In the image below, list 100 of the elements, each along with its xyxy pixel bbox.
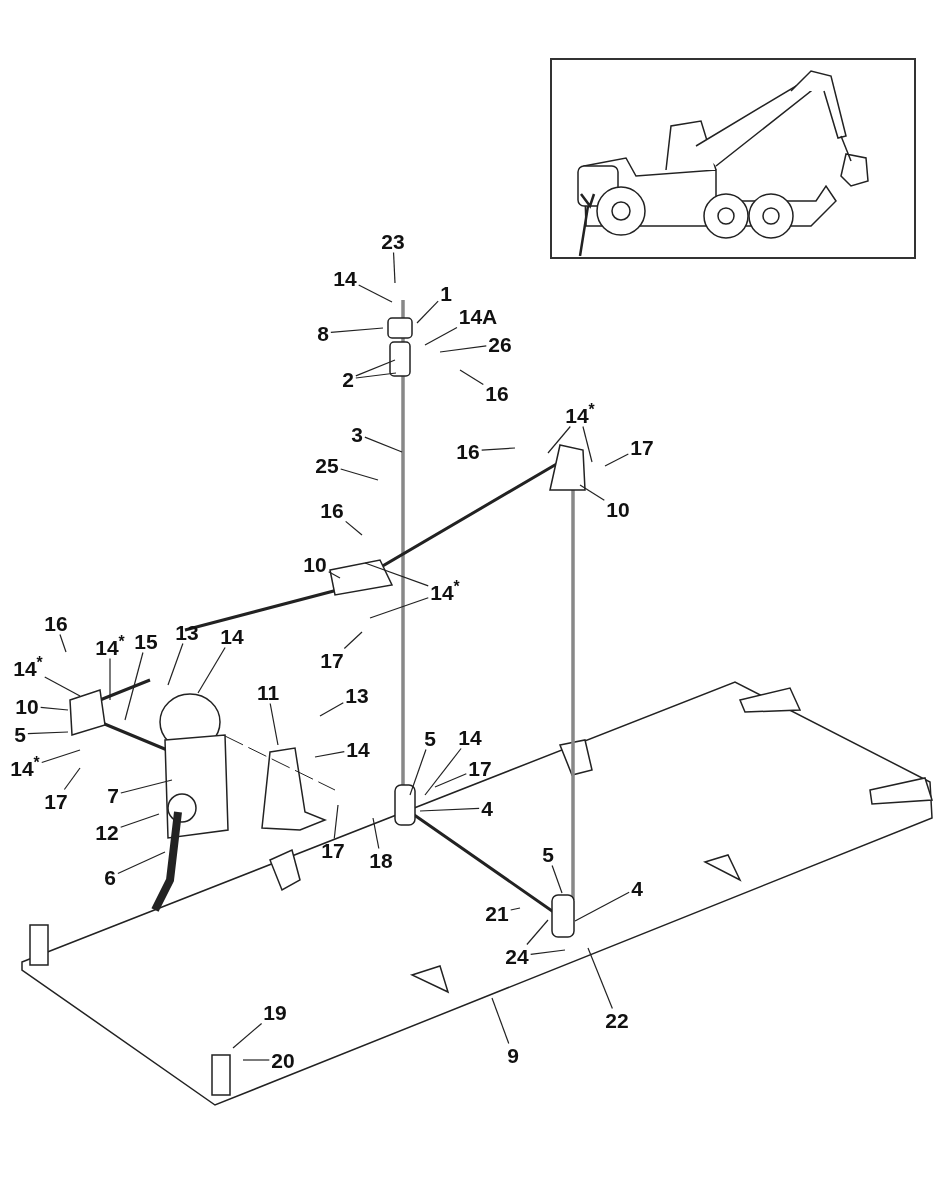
leader-line [63, 767, 81, 791]
callout-number: 19 [263, 1001, 287, 1023]
leader-line [439, 345, 487, 353]
leader-line [333, 804, 339, 840]
callout-number: 14$^{*}$ [430, 581, 460, 603]
leader-line [319, 702, 344, 717]
leader-line [120, 779, 173, 794]
leader-line [364, 436, 403, 453]
callout-number: 11 [256, 681, 280, 703]
callout-number: 23 [381, 230, 405, 252]
leader-line [124, 651, 144, 721]
callout-number: 6 [104, 866, 116, 888]
callout-number: 4 [631, 877, 643, 899]
leader-line [459, 369, 484, 386]
callout-number: 4 [481, 797, 493, 819]
callout-number: 16 [320, 499, 344, 521]
leader-line [330, 327, 384, 333]
leader-line [392, 251, 396, 284]
callout-number: 26 [488, 333, 512, 355]
leader-line [40, 706, 69, 711]
callout-number: 24 [505, 945, 529, 967]
callout-number: 2 [342, 368, 354, 390]
callout-number: 7 [107, 784, 119, 806]
callout-number: 8 [317, 322, 329, 344]
callout-number: 21 [485, 902, 509, 924]
leader-line [530, 949, 566, 955]
leader-line [419, 807, 480, 812]
callout-number: 16 [44, 612, 68, 634]
leader-line [604, 453, 629, 467]
leader-line [120, 813, 160, 828]
callout-number: 22 [605, 1009, 629, 1031]
callout-number: 13 [175, 621, 199, 643]
callout-number: 17 [44, 790, 68, 812]
callout-number: 1 [440, 282, 452, 304]
leader-line [232, 1022, 263, 1049]
callout-number: 13 [345, 684, 369, 706]
leader-line [424, 326, 458, 346]
callout-number: 5 [14, 723, 26, 745]
leader-line [579, 484, 605, 501]
leader-line [547, 425, 571, 454]
callout-number: 17 [321, 839, 345, 861]
callout-number: 14$^{*}$ [13, 657, 43, 679]
leader-line [587, 947, 613, 1010]
leader-line [481, 447, 516, 451]
leader-line [197, 646, 226, 694]
callout-number: 17 [468, 757, 492, 779]
leader-line [269, 702, 279, 746]
leader-line [340, 468, 379, 481]
callout-number: 18 [369, 849, 393, 871]
callout-number: 14 [346, 738, 370, 760]
leader-line [167, 642, 184, 686]
callout-number: 17 [630, 436, 654, 458]
leader-line [314, 750, 345, 758]
leader-line [491, 997, 510, 1045]
callout-number: 12 [95, 821, 119, 843]
leader-line [510, 907, 521, 911]
leader-line [574, 891, 630, 922]
callout-number: 5 [542, 843, 554, 865]
leader-line [41, 749, 81, 764]
leader-line [434, 773, 467, 788]
leader-line [364, 562, 429, 587]
callout-number: 16 [485, 382, 509, 404]
leader-line [242, 1059, 270, 1061]
leader-line [582, 425, 593, 463]
callout-number: 14 [333, 267, 357, 289]
leader-line [117, 851, 166, 875]
leader-line [369, 597, 429, 619]
callout-number: 3 [351, 423, 363, 445]
callout-number: 10 [303, 553, 327, 575]
leader-line [551, 864, 563, 894]
callout-number: 10 [606, 498, 630, 520]
leader-line [109, 657, 111, 701]
leader-line [424, 747, 462, 796]
leader-line [409, 748, 427, 796]
leader-line [59, 633, 67, 653]
leader-line [328, 571, 341, 579]
callout-number: 14$^{*}$ [10, 757, 40, 779]
callout-number: 14$^{*}$ [95, 636, 125, 658]
callout-number: 20 [271, 1049, 295, 1071]
leader-line [358, 284, 393, 303]
leader-line [44, 676, 81, 697]
leader-line [372, 817, 380, 850]
callout-number: 17 [320, 649, 344, 671]
leader-line [355, 359, 396, 377]
callout-number: 14 [220, 625, 244, 647]
callout-number: 16 [456, 440, 480, 462]
callout-number: 14A [458, 305, 498, 327]
callout-number: 25 [315, 454, 339, 476]
leader-line [416, 300, 439, 324]
leader-line [345, 520, 363, 536]
callout-number: 15 [134, 630, 158, 652]
callout-number: 14$^{*}$ [565, 404, 595, 426]
leader-line [343, 631, 363, 650]
leader-line [355, 372, 397, 379]
callout-number: 14 [458, 726, 482, 748]
callout-number: 9 [507, 1044, 519, 1066]
leader-line [27, 731, 69, 735]
callout-number: 5 [424, 727, 436, 749]
leader-line [526, 919, 549, 946]
callout-number: 10 [15, 695, 39, 717]
